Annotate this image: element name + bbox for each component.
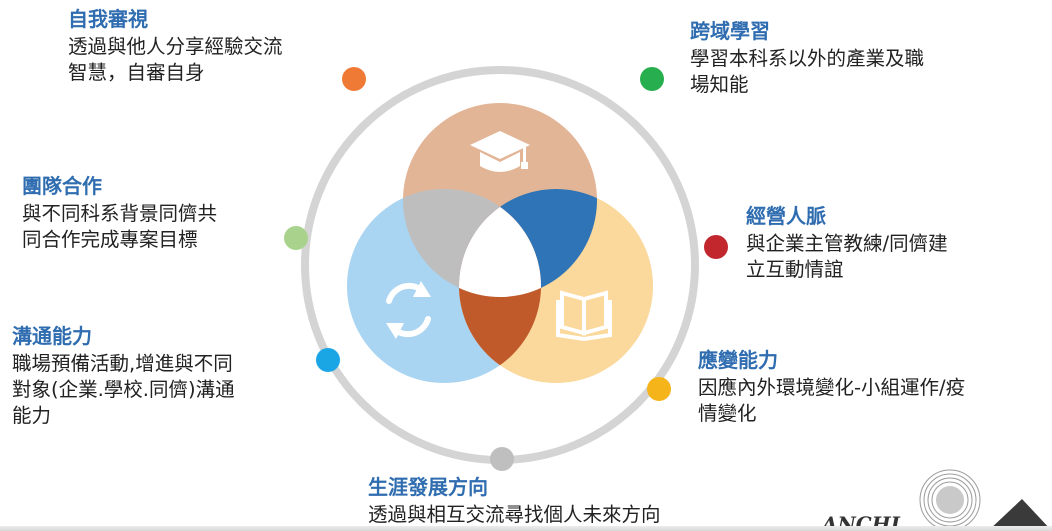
item-description: 學習本科系以外的產業及職 場知能 (690, 46, 924, 98)
item-description: 與企業主管教練/同儕建 立互動情誼 (746, 231, 948, 283)
desc-line: 情變化 (698, 402, 757, 425)
item-title: 生涯發展方向 (368, 475, 488, 499)
item-title: 溝通能力 (12, 324, 92, 348)
item-career: 生涯發展方向 透過與相互交流尋找個人未來方向 (368, 474, 661, 528)
dot-cross-domain (640, 67, 664, 91)
item-description: 職場預備活動,增進與不同 對象(企業.學校.同儕)溝通 能力 (12, 351, 235, 429)
item-title: 跨域學習 (690, 19, 770, 43)
desc-line: 因應內外環境變化-小組運作/疫 (698, 376, 966, 399)
item-cross-domain: 跨域學習 學習本科系以外的產業及職 場知能 (690, 18, 924, 98)
item-description: 透過與他人分享經驗交流 智慧，自審自身 (68, 34, 283, 86)
desc-line: 能力 (12, 404, 52, 427)
dot-career (490, 447, 514, 471)
item-communication: 溝通能力 職場預備活動,增進與不同 對象(企業.學校.同儕)溝通 能力 (12, 323, 235, 429)
desc-line: 學習本科系以外的產業及職 (690, 47, 925, 70)
item-description: 透過與相互交流尋找個人未來方向 (368, 502, 661, 528)
desc-line: 場知能 (690, 73, 749, 96)
desc-line: 透過與相互交流尋找個人未來方向 (368, 503, 661, 526)
graduation-cap-icon (470, 131, 530, 172)
item-teamwork: 團隊合作 與不同科系背景同儕共 同合作完成專案目標 (22, 173, 217, 253)
dot-teamwork (284, 226, 308, 250)
item-self-review: 自我審視 透過與他人分享經驗交流 智慧，自審自身 (68, 6, 283, 86)
dot-communication (316, 348, 340, 372)
anchi-logo: ANCHI (820, 469, 1052, 531)
desc-line: 對象(企業.學校.同儕)溝通 (12, 378, 235, 401)
open-book-icon (556, 290, 612, 342)
item-title: 團隊合作 (22, 174, 102, 198)
item-title: 經營人脈 (746, 204, 826, 228)
desc-line: 職場預備活動,增進與不同 (12, 352, 233, 375)
desc-line: 同合作完成專案目標 (22, 228, 198, 251)
bottom-bar (0, 526, 1052, 531)
item-adaptability: 應變能力 因應內外環境變化-小組運作/疫 情變化 (698, 347, 965, 427)
item-description: 因應內外環境變化-小組運作/疫 情變化 (698, 375, 965, 427)
desc-line: 立互動情誼 (746, 258, 844, 281)
desc-line: 智慧，自審自身 (68, 61, 205, 84)
desc-line: 透過與他人分享經驗交流 (68, 35, 283, 58)
item-description: 與不同科系背景同儕共 同合作完成專案目標 (22, 201, 217, 253)
item-title: 應變能力 (698, 348, 778, 372)
item-networking: 經營人脈 與企業主管教練/同儕建 立互動情誼 (746, 203, 948, 283)
desc-line: 與不同科系背景同儕共 (22, 202, 218, 225)
venn-overlap-center (459, 189, 541, 297)
dot-adaptability (647, 377, 671, 401)
refresh-icon (386, 281, 431, 339)
desc-line: 與企業主管教練/同儕建 (746, 232, 948, 255)
dot-self-review (342, 67, 366, 91)
dot-networking (704, 235, 728, 259)
item-title: 自我審視 (68, 7, 148, 31)
